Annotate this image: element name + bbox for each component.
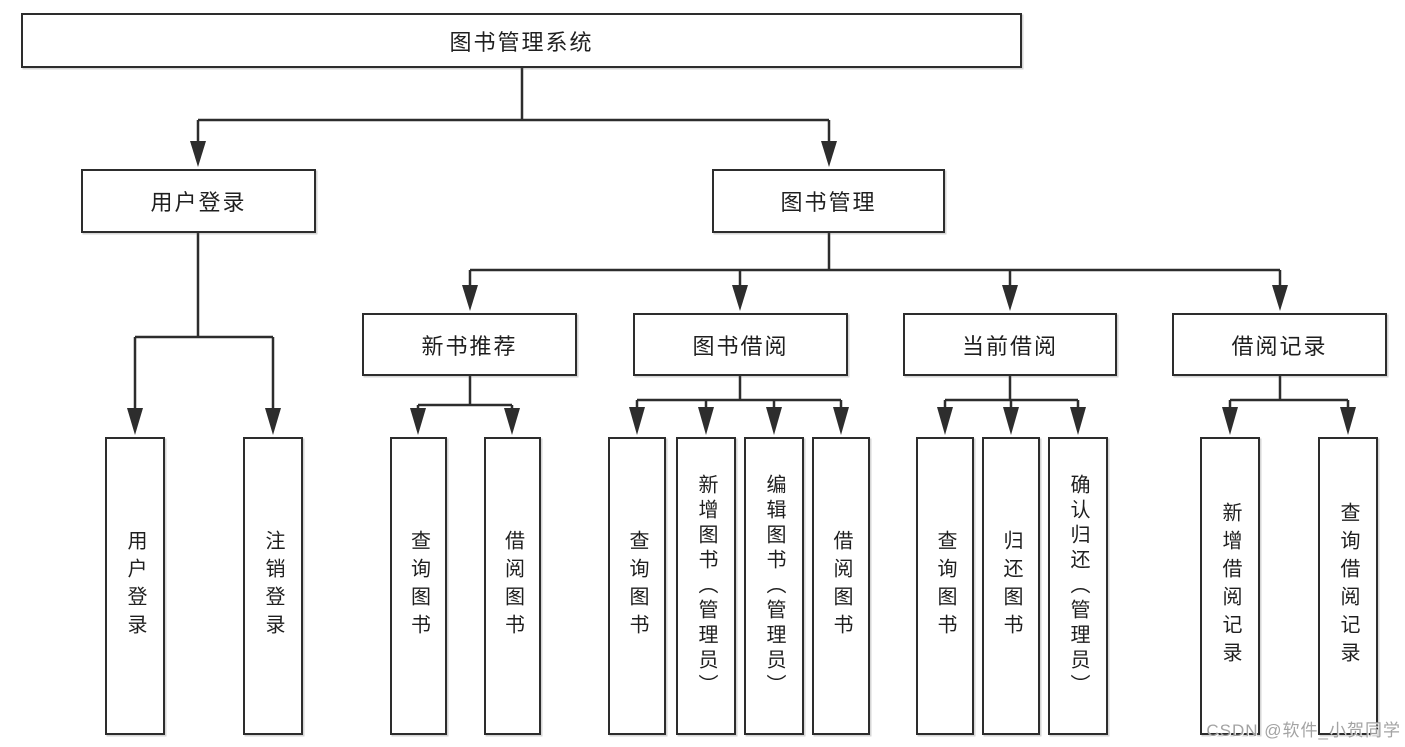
leaf-query-borrow-record: 查询借阅记录 <box>1318 437 1378 735</box>
node-new-book-recommend: 新书推荐 <box>362 313 577 376</box>
leaf-borrow-book-recommend-label: 借阅图书 <box>501 530 524 642</box>
arrowhead-icon <box>190 141 206 167</box>
leaf-query-book-borrow: 查询图书 <box>608 437 666 735</box>
watermark-text: CSDN @软件_小贺同学 <box>1206 721 1401 740</box>
leaf-add-borrow-record: 新增借阅记录 <box>1200 437 1260 735</box>
leaf-query-book-recommend-label: 查询图书 <box>407 530 430 642</box>
leaf-query-book-current-label: 查询图书 <box>934 530 956 642</box>
arrowhead-icon <box>766 407 782 435</box>
leaf-return-book: 归还图书 <box>982 437 1040 735</box>
node-book-borrow-label: 图书借阅 <box>692 333 789 359</box>
connector-bookmgmt-to-level3 <box>468 233 1282 290</box>
arrowhead-icon <box>410 408 426 435</box>
arrowhead-icon <box>1222 407 1238 435</box>
leaf-borrow-book: 借阅图书 <box>812 437 870 735</box>
arrowhead-icon <box>265 408 281 435</box>
leaf-add-book-admin: 新增图书（管理员） <box>676 437 736 735</box>
node-book-borrow: 图书借阅 <box>633 313 848 376</box>
node-new-book-recommend-label: 新书推荐 <box>421 333 518 359</box>
arrowhead-icon <box>937 407 953 435</box>
node-user-login-label: 用户登录 <box>150 190 247 215</box>
leaf-add-borrow-record-label: 新增借阅记录 <box>1219 502 1241 670</box>
node-borrow-records: 借阅记录 <box>1172 313 1387 376</box>
leaf-borrow-book-label: 借阅图书 <box>830 530 852 642</box>
arrowhead-icon <box>462 285 478 311</box>
leaf-add-book-admin-label: 新增图书（管理员） <box>695 473 717 699</box>
leaf-confirm-return-admin-label: 确认归还（管理员） <box>1067 473 1089 699</box>
node-root: 图书管理系统 <box>21 13 1022 68</box>
arrowhead-icon <box>732 285 748 311</box>
arrowhead-icon <box>127 408 143 435</box>
arrowhead-icon <box>1002 285 1018 311</box>
connector-borrowrecords-to-leaves <box>1228 376 1350 410</box>
node-book-management-label: 图书管理 <box>780 190 877 215</box>
connector-userlogin-to-leaves <box>133 233 275 412</box>
leaf-user-login-label: 用户登录 <box>124 530 146 642</box>
arrowhead-icon <box>821 141 837 167</box>
arrowhead-icon <box>698 407 714 435</box>
connector-currentborrow-to-leaves <box>943 376 1080 410</box>
node-current-borrow: 当前借阅 <box>903 313 1117 376</box>
arrowhead-icon <box>629 407 645 435</box>
arrowhead-icon <box>504 408 520 435</box>
leaf-query-borrow-record-label: 查询借阅记录 <box>1337 502 1359 670</box>
leaf-edit-book-admin: 编辑图书（管理员） <box>744 437 804 735</box>
leaf-confirm-return-admin: 确认归还（管理员） <box>1048 437 1108 735</box>
leaf-edit-book-admin-label: 编辑图书（管理员） <box>763 473 785 699</box>
leaf-query-book-borrow-label: 查询图书 <box>626 530 648 642</box>
node-current-borrow-label: 当前借阅 <box>961 333 1058 359</box>
leaf-logout: 注销登录 <box>243 437 303 735</box>
arrowhead-icon <box>833 407 849 435</box>
leaf-query-book-recommend: 查询图书 <box>390 437 447 735</box>
leaf-logout-label: 注销登录 <box>262 530 284 642</box>
node-borrow-records-label: 借阅记录 <box>1231 333 1328 359</box>
leaf-return-book-label: 归还图书 <box>1000 530 1022 642</box>
connector-newbook-to-leaves <box>416 376 514 412</box>
node-root-label: 图书管理系统 <box>449 29 594 55</box>
arrowhead-icon <box>1272 285 1288 311</box>
leaf-user-login: 用户登录 <box>105 437 165 735</box>
connector-root-to-level2 <box>196 68 831 146</box>
connector-bookborrow-to-leaves <box>635 376 843 410</box>
arrowhead-icon <box>1340 407 1356 435</box>
arrowhead-icon <box>1003 407 1019 435</box>
leaf-query-book-current: 查询图书 <box>916 437 974 735</box>
node-user-login: 用户登录 <box>81 169 316 233</box>
node-book-management: 图书管理 <box>712 169 945 233</box>
arrowhead-icon <box>1070 407 1086 435</box>
leaf-borrow-book-recommend: 借阅图书 <box>484 437 541 735</box>
